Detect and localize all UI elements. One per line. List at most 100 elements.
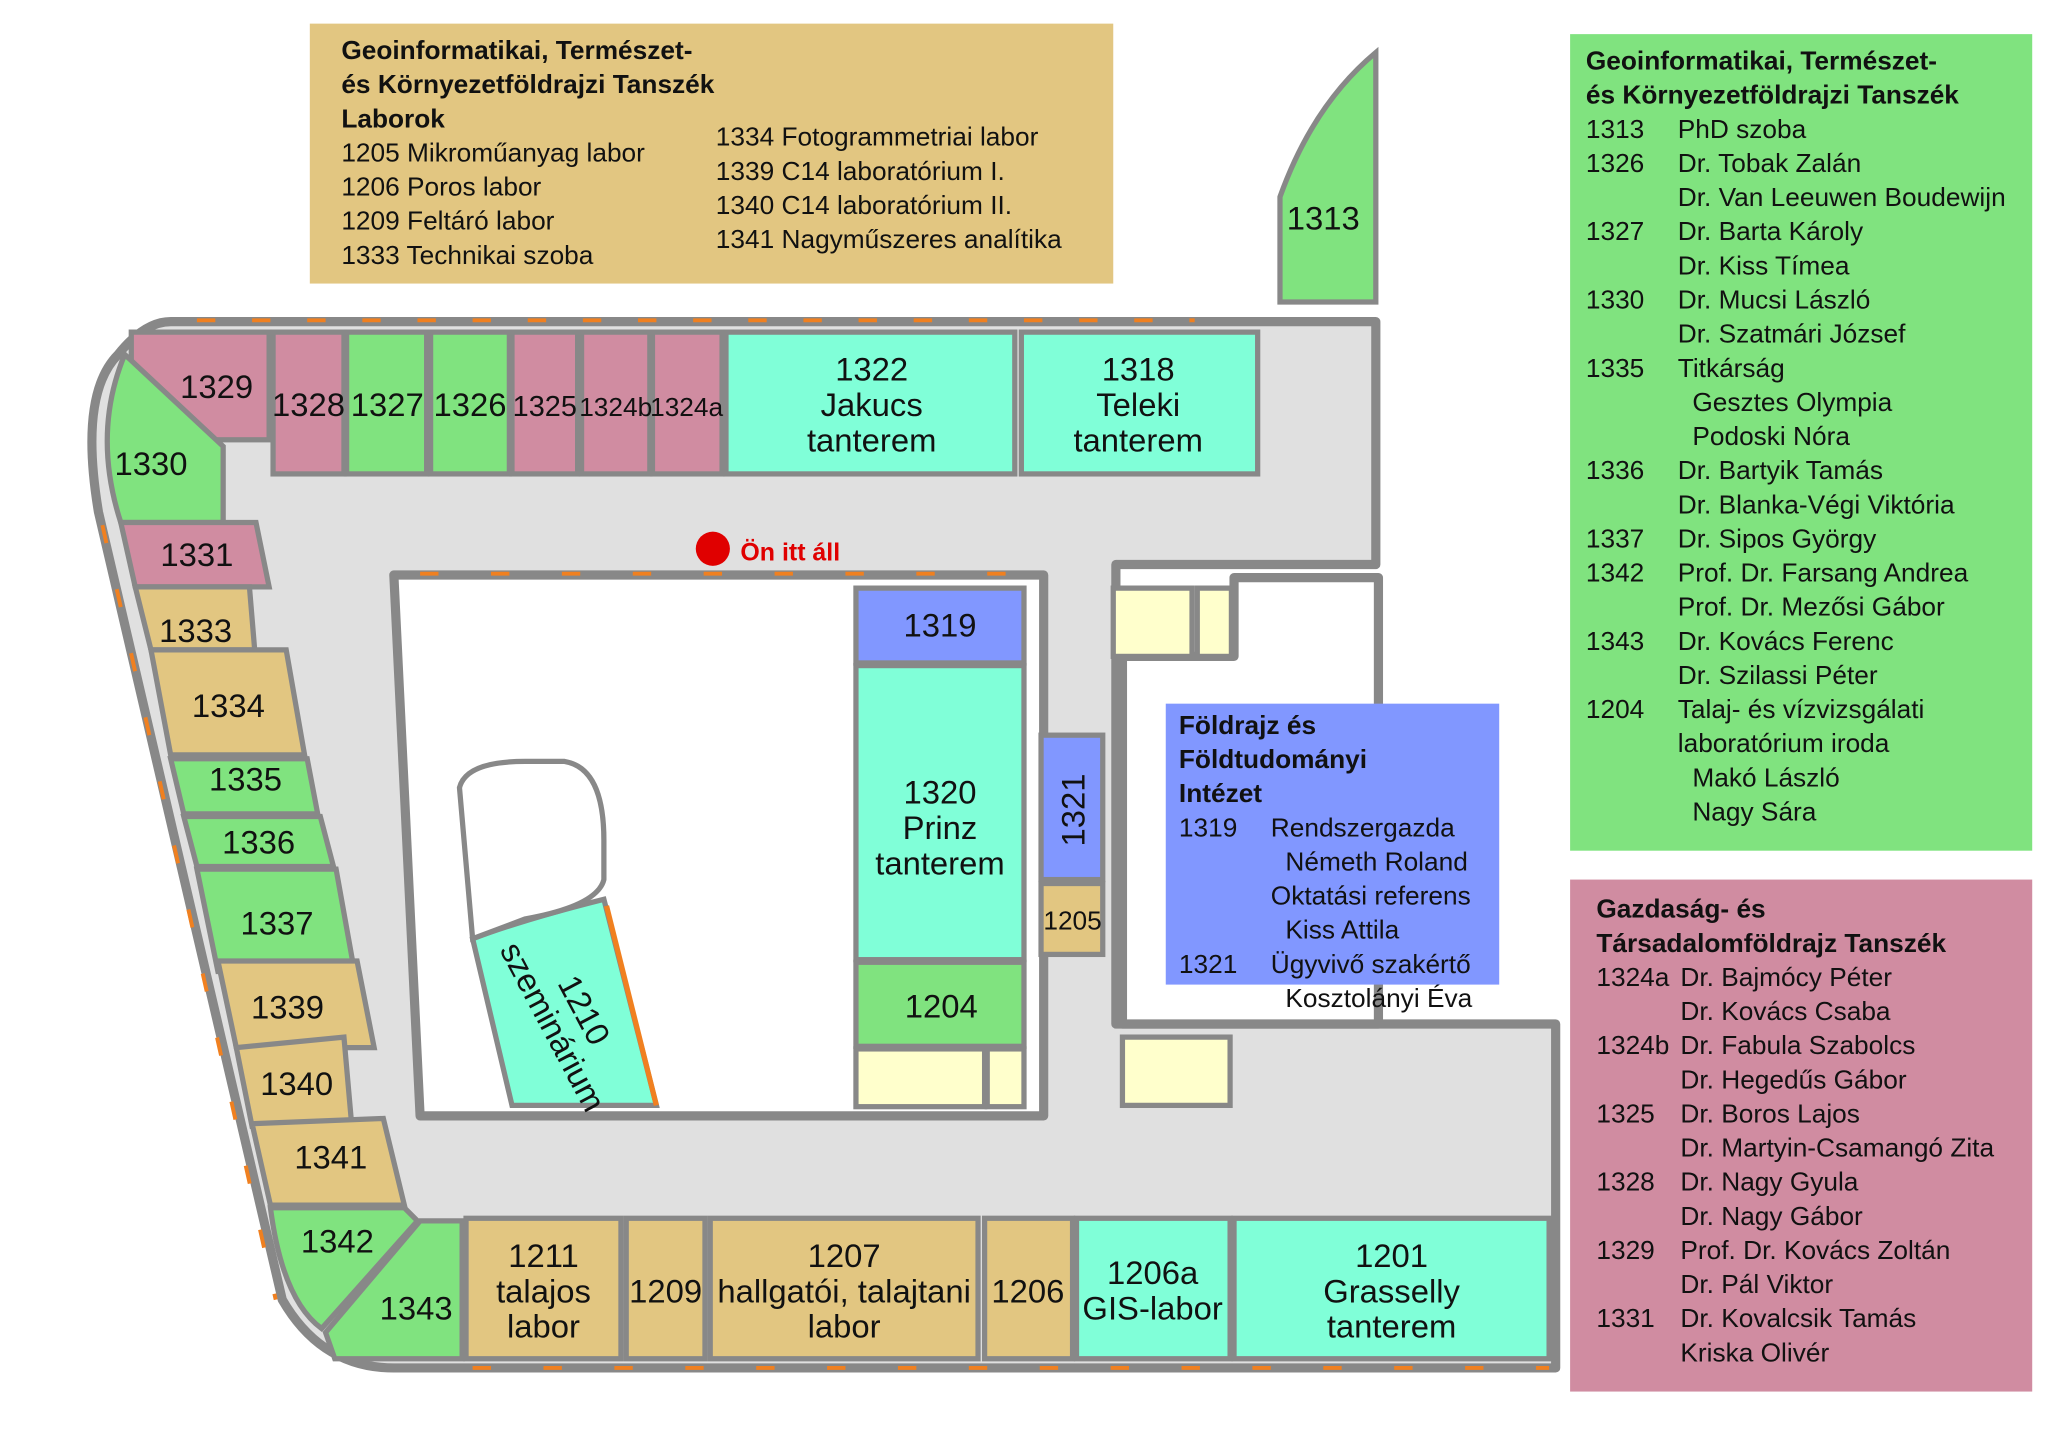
labs-legend: Geoinformatikai, Természet- és Környezet… [309, 23, 1114, 284]
room-1313[interactable] [1277, 46, 1379, 305]
legend-title: Geoinformatikai, Természet- [1585, 47, 1938, 77]
room-number: 1326 [1585, 149, 1645, 179]
occupant: Dr. Szilassi Péter [1677, 661, 1878, 691]
legend-item: 1333 Technikai szoba [341, 241, 594, 271]
room-1321[interactable] [1038, 732, 1106, 883]
room-1342[interactable] [267, 1205, 422, 1333]
occupant: Prof. Dr. Kovács Zoltán [1680, 1236, 1951, 1266]
label-1343: 1343 [380, 1289, 453, 1326]
room-1341[interactable] [248, 1115, 408, 1208]
legend-row: Dr. Szatmári József [1586, 318, 2017, 352]
legend-row: Kiss Attila [1179, 914, 1486, 948]
room-labels: 1329 1328 1327 1326 1325 1324b 1324a 132… [114, 200, 1460, 1345]
occupant: Dr. Pál Viktor [1680, 1270, 1834, 1300]
room-number [1586, 318, 1678, 352]
room-number: 1331 [1596, 1304, 1655, 1334]
room-number [1586, 420, 1678, 454]
room-number [1586, 761, 1678, 795]
room-number [1596, 995, 1680, 1029]
label-1331: 1331 [160, 536, 233, 573]
occupant: Dr. Mucsi László [1677, 286, 1871, 316]
occupant: Rendszergazda [1270, 813, 1455, 843]
occupant: Dr. Kiss Tímea [1677, 252, 1850, 281]
legend-item: 1209 Feltáró labor [341, 207, 555, 237]
room-1211[interactable] [463, 1215, 624, 1362]
label-1209: 1209 [629, 1272, 702, 1309]
room-1206a[interactable] [1073, 1215, 1233, 1362]
room-1206[interactable] [981, 1215, 1076, 1362]
label-1325: 1325 [513, 391, 577, 423]
room-1201[interactable] [1231, 1215, 1552, 1362]
room-number: 1319 [1178, 813, 1238, 843]
room-number: 1328 [1596, 1168, 1655, 1198]
label-1319: 1319 [903, 607, 976, 644]
legend-title: és Környezetföldrajzi Tanszék [1585, 81, 1959, 111]
room-1204[interactable] [853, 959, 1027, 1049]
room-1209[interactable] [623, 1215, 708, 1362]
occupant: Dr. Hegedűs Gábor [1680, 1065, 1907, 1095]
occupant: Prof. Dr. Mezősi Gábor [1677, 593, 1945, 623]
occupant: Dr. Martyin-Csamangó Zita [1680, 1134, 1995, 1164]
room-number [1179, 914, 1271, 948]
legend-row: Prof. Dr. Mezősi Gábor [1586, 591, 2017, 625]
room-number: 1204 [1585, 695, 1645, 725]
room-number: 1335 [1585, 354, 1645, 384]
label-1333: 1333 [159, 612, 232, 649]
room-number: 1327 [1585, 217, 1645, 247]
occupant: Dr. Kovács Ferenc [1677, 627, 1894, 657]
room-1320[interactable] [853, 662, 1027, 963]
legend-row: Dr. Pál Viktor [1596, 1268, 2006, 1302]
room-1205[interactable] [1038, 880, 1106, 958]
room-1324b[interactable] [578, 329, 653, 477]
legend-title: Intézet [1178, 779, 1263, 809]
label-1321: 1321 [1054, 773, 1091, 846]
room-1318[interactable] [1018, 329, 1261, 477]
label-1335: 1335 [209, 760, 282, 797]
occupant: Dr. Kovács Csaba [1680, 997, 1891, 1027]
room-1334[interactable] [147, 647, 308, 758]
room-1207[interactable] [707, 1215, 981, 1362]
room-number: 1337 [1585, 525, 1645, 555]
label-1337: 1337 [241, 905, 314, 942]
legend-title: Geoinformatikai, Természet- [341, 36, 693, 66]
room-number: 1325 [1596, 1100, 1655, 1130]
room-storage-a [853, 1046, 988, 1110]
room-number: 1342 [1585, 559, 1645, 589]
occupant: Dr. Boros Lajos [1680, 1100, 1860, 1130]
room-1327[interactable] [343, 329, 430, 477]
legend-title: Társadalomföldrajz Tanszék [1596, 929, 1947, 959]
legend-item: 1206 Poros labor [341, 173, 542, 203]
room-1325[interactable] [509, 329, 581, 477]
legend-item: 1205 Mikroműanyag labor [341, 139, 645, 169]
occupant: Titkárság [1677, 354, 1785, 384]
labs-col-1: 1205 Mikroműanyag labor 1206 Poros labor… [341, 137, 645, 274]
room-number [1586, 796, 1678, 830]
room-number [1586, 727, 1678, 761]
room-1339[interactable] [214, 958, 378, 1051]
legend-item: 1341 Nagyműszeres analítika [715, 225, 1062, 255]
you-are-here-label: Ön itt áll [740, 538, 840, 567]
room-1324a[interactable] [649, 329, 725, 477]
legend-row: Gesztes Olympia [1586, 386, 2017, 420]
room-number: 1336 [1585, 456, 1645, 486]
room-1331[interactable] [117, 519, 273, 590]
legend-row: Oktatási referens [1179, 880, 1486, 914]
legend-row: Dr. Blanka-Végi Viktória [1586, 488, 2017, 522]
occupant: Dr. Tobak Zalán [1677, 149, 1862, 179]
room-1328[interactable] [270, 329, 347, 477]
occupant: Dr. Sipos György [1677, 525, 1877, 555]
room-1322[interactable] [723, 329, 1018, 477]
room-1343[interactable] [322, 1218, 465, 1362]
label-1340: 1340 [260, 1065, 333, 1102]
label-1330: 1330 [114, 445, 187, 482]
